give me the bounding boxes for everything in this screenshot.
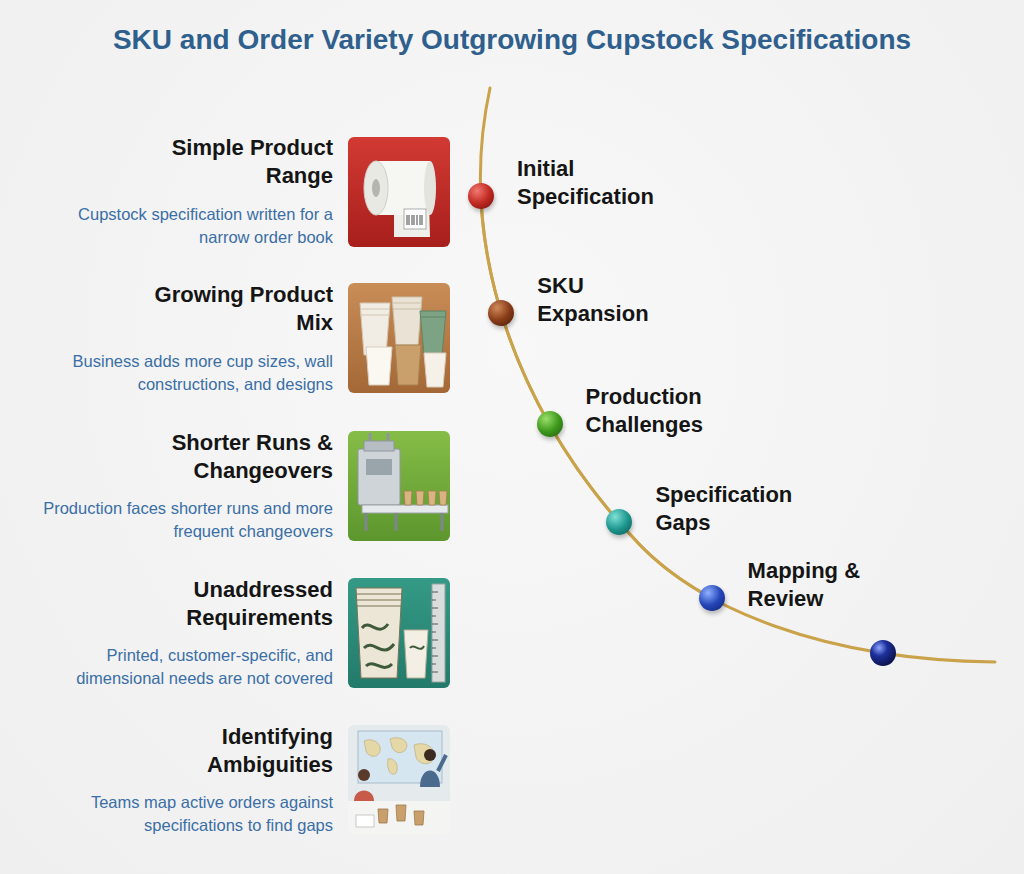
machine-thumbnail-shape [404,491,447,505]
team-map-thumbnail-shape [424,749,436,761]
stage-heading: Unaddressed Requirements [123,576,333,632]
machine-thumbnail-shape [370,433,388,441]
cup-mix-thumbnail-shape [420,317,446,318]
cup-mix-thumbnail [348,283,450,393]
timeline-connector [556,436,610,512]
stage-heading: Shorter Runs & Changeovers [123,429,333,485]
timeline-track [481,88,995,662]
stage-label: Mapping & Review [748,557,888,613]
cups-ruler-thumbnail-shape [356,594,402,606]
team-map-thumbnail-shape [354,791,374,802]
cup-mix-thumbnail-shape [360,309,390,315]
team-map-thumbnail-shape [378,805,424,825]
timeline-bead: Production Challenges [537,411,563,437]
machine-thumbnail-shape [358,449,400,505]
timeline-connector [482,209,498,300]
stage-heading: Identifying Ambiguities [123,723,333,779]
cups-ruler-thumbnail-shape [404,630,428,678]
cup-mix-thumbnail-shape [395,345,421,385]
cups-ruler-thumbnail-shape [348,578,450,688]
cup-mix-thumbnail-shape [366,347,392,385]
stage-label: Specification Gaps [655,481,825,537]
paper-roll-thumbnail-shape [348,137,450,247]
team-map-thumbnail-shape [420,771,440,788]
cups-ruler-thumbnail-shape [410,646,424,649]
cups-ruler-thumbnail-shape [356,588,402,678]
team-map-thumbnail-shape [358,769,370,781]
team-map-thumbnail-shape [348,725,450,835]
machine-thumbnail-shape [366,459,392,475]
stage-heading: Growing Product Mix [123,281,333,337]
paper-roll-thumbnail-shape [372,179,380,197]
team-map-thumbnail-shape [438,755,446,771]
diagram-title: SKU and Order Variety Outgrowing Cupstoc… [0,24,1024,56]
stage-label: SKU Expansion [537,272,662,328]
machine-thumbnail [348,431,450,541]
cup-mix-thumbnail-shape [392,297,422,345]
cups-ruler-thumbnail-shape [362,624,394,667]
team-map-thumbnail-shape [356,815,374,827]
stage-heading: Simple Product Range [123,134,333,190]
team-map-thumbnail [348,725,450,835]
team-map-thumbnail-shape [364,738,434,775]
cup-mix-thumbnail-shape [348,283,450,393]
stage-description: Printed, customer-specific, and dimensio… [41,644,333,690]
machine-thumbnail-shape [362,505,448,513]
stage-label: Initial Specification [517,155,687,211]
stage-description: Teams map active orders against specific… [41,791,333,837]
timeline-connector [628,532,699,591]
timeline-bead: Mapping & Review [699,585,725,611]
end-bead [870,640,896,666]
machine-thumbnail-shape [366,513,442,531]
paper-roll-thumbnail-shape [404,209,426,229]
machine-thumbnail-shape [364,441,394,451]
cups-ruler-thumbnail [348,578,450,688]
timeline-bead: SKU Expansion [488,300,514,326]
team-map-thumbnail-shape [348,801,450,835]
cup-mix-thumbnail-shape [392,303,422,309]
paper-roll-thumbnail-shape [364,161,388,215]
cups-ruler-thumbnail-shape [432,584,445,682]
timeline-connector [505,326,543,413]
cup-mix-thumbnail-shape [420,311,446,355]
cup-mix-thumbnail-shape [424,353,446,387]
paper-roll-thumbnail-shape [424,161,436,215]
paper-roll-thumbnail-shape [407,215,422,225]
stage-description: Business adds more cup sizes, wall const… [41,350,333,396]
stage-description: Cupstock specification written for a nar… [41,203,333,249]
timeline-track-group [481,88,995,666]
stage-description: Production faces shorter runs and more f… [41,497,333,543]
stage-label: Production Challenges [586,383,736,439]
timeline-bead: Initial Specification [468,183,494,209]
cups-ruler-thumbnail-shape [432,592,438,672]
paper-roll-thumbnail [348,137,450,247]
machine-thumbnail-shape [348,431,450,541]
